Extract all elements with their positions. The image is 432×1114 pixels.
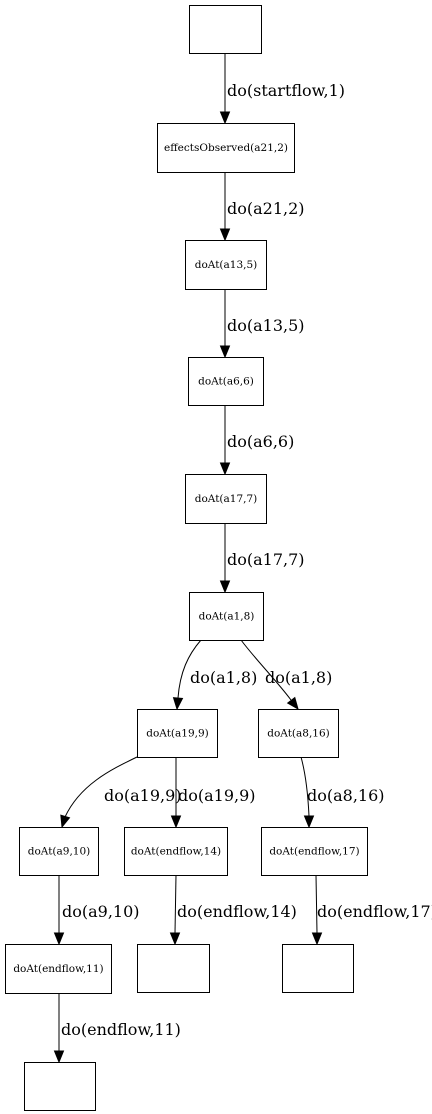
edge-e11: do(a9,10) (53, 875, 140, 946)
node-label: doAt(endflow,11) (13, 963, 103, 975)
node-n5: doAt(a1,8) (189, 592, 264, 641)
node-box (189, 592, 264, 641)
node-label: doAt(endflow,14) (131, 846, 221, 858)
node-end11 (24, 1062, 96, 1111)
node-label: doAt(endflow,17) (269, 846, 359, 858)
node-box (185, 474, 267, 524)
arrowhead-icon (60, 814, 71, 829)
edge-e8: do(a19,9) (60, 756, 182, 829)
node-label: doAt(a17,7) (195, 493, 258, 505)
arrowhead-icon (53, 1050, 65, 1064)
arrowhead-icon (172, 697, 184, 711)
node-label: effectsObserved(a21,2) (164, 142, 288, 154)
node-label: doAt(a13,5) (195, 259, 258, 271)
edge-e5: do(a17,7) (219, 523, 305, 594)
nodes-layer: effectsObserved(a21,2) doAt(a13,5) doAt(a6… (5, 5, 368, 1111)
node-box (137, 944, 210, 993)
edge-label: do(a1,8) (265, 668, 332, 687)
edge-e9: do(a19,9) (170, 757, 256, 829)
arrowhead-icon (219, 345, 231, 359)
arrowhead-icon (169, 932, 181, 946)
node-n10: doAt(endflow,17) (261, 827, 368, 876)
node-box (189, 5, 262, 54)
edge-label: do(a21,2) (227, 199, 305, 218)
edge-label: do(endflow,11) (61, 1020, 181, 1039)
edge-label: do(a19,9) (104, 786, 182, 805)
node-label: doAt(a9,10) (28, 846, 91, 858)
edge-line (174, 874, 177, 934)
node-label: doAt(a19,9) (146, 728, 209, 740)
node-n2: doAt(a13,5) (185, 240, 267, 290)
edge-label: do(startflow,1) (227, 81, 345, 100)
node-end17 (282, 944, 354, 993)
node-label: doAt(a1,8) (199, 611, 255, 623)
arrowhead-icon (53, 932, 65, 946)
node-box (261, 827, 368, 876)
edge-e14: do(endflow,11) (53, 993, 181, 1064)
edge-e10: do(a8,16) (300, 756, 385, 829)
edge-label: do(endflow,17) (317, 902, 432, 921)
edge-line (64, 756, 138, 818)
edge-e2: do(a21,2) (219, 172, 305, 242)
edge-label: do(a17,7) (227, 550, 305, 569)
node-box (5, 944, 112, 994)
node-box (188, 357, 264, 406)
arrowhead-icon (303, 815, 315, 829)
edge-e7: do(a1,8) (240, 639, 332, 711)
node-start (189, 5, 262, 54)
arrowhead-icon (219, 111, 231, 125)
node-n4: doAt(a17,7) (185, 474, 267, 524)
edge-label: do(a1,8) (190, 668, 257, 687)
node-box (282, 944, 354, 993)
arrowhead-icon (219, 462, 231, 476)
node-box (19, 827, 99, 876)
node-n6: doAt(a19,9) (137, 709, 218, 758)
node-box (24, 1062, 96, 1111)
node-box (258, 709, 339, 758)
arrowhead-icon (311, 932, 323, 946)
edge-e6: do(a1,8) (172, 639, 257, 711)
edge-e13: do(endflow,17) (311, 874, 432, 946)
edge-label: do(a13,5) (227, 316, 305, 335)
edge-e4: do(a6,6) (219, 405, 294, 476)
node-end14 (137, 944, 210, 993)
node-n3: doAt(a6,6) (188, 357, 264, 406)
node-label: doAt(a6,6) (198, 376, 254, 388)
edge-line (315, 874, 318, 934)
edge-line (240, 639, 292, 701)
node-n9: doAt(endflow,14) (124, 827, 228, 876)
arrowhead-icon (170, 815, 182, 829)
edge-e1: do(startflow,1) (219, 53, 345, 125)
edge-label: do(a6,6) (227, 432, 294, 451)
edge-label: do(a9,10) (62, 902, 140, 921)
edge-e3: do(a13,5) (219, 289, 305, 359)
edge-label: do(endflow,14) (177, 902, 297, 921)
arrowhead-icon (219, 580, 231, 594)
node-n11: doAt(endflow,11) (5, 944, 112, 994)
arrowhead-icon (286, 696, 299, 711)
node-box (124, 827, 228, 876)
node-n7: doAt(a8,16) (258, 709, 339, 758)
node-box (157, 123, 295, 173)
edge-label: do(a19,9) (178, 786, 256, 805)
edge-e12: do(endflow,14) (169, 874, 297, 946)
arrowhead-icon (219, 228, 231, 242)
edge-line (177, 639, 202, 699)
edge-line (300, 756, 310, 817)
node-box (185, 240, 267, 290)
node-box (137, 709, 218, 758)
node-label: doAt(a8,16) (267, 728, 330, 740)
edge-label: do(a8,16) (307, 786, 385, 805)
node-n8: doAt(a9,10) (19, 827, 99, 876)
edges-layer: do(startflow,1) do(a21,2) do(a13,5) do(a6,6… (53, 53, 432, 1064)
node-n1: effectsObserved(a21,2) (157, 123, 295, 173)
